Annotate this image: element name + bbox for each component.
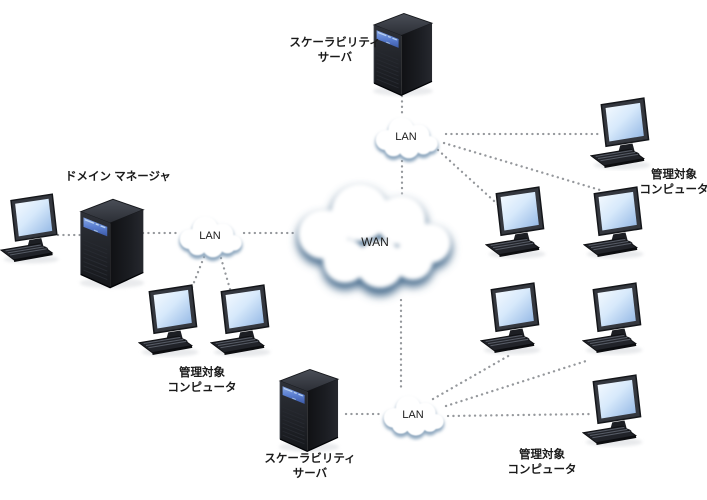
lan-bottom-label: LAN xyxy=(402,409,424,421)
scalability-server-top-label: スケーラビリティ サーバ xyxy=(289,37,381,64)
managed-computer-mid-right-1 xyxy=(485,186,553,260)
edge-lan-top-to-pc-mid-right-2 xyxy=(442,141,602,192)
computer-icon xyxy=(590,97,658,171)
lan-top-label: LAN xyxy=(395,131,417,143)
domain-manager-server xyxy=(74,190,150,296)
managed-bottom-left-label: 管理対象 コンピュータ xyxy=(167,367,237,394)
scalability-server-bottom xyxy=(270,366,348,454)
managed-computer-mid-right-2 xyxy=(583,186,651,260)
managed-computer-bottom-right-2 xyxy=(582,282,650,356)
managed-computer-bottom-right-1 xyxy=(480,282,548,356)
domain-manager-label: ドメイン マネージャ xyxy=(65,171,171,183)
computer-icon xyxy=(582,374,650,448)
scalability-server-bottom-label: スケーラビリティ サーバ xyxy=(264,453,356,480)
server-icon xyxy=(74,190,150,296)
computer-icon xyxy=(485,186,553,260)
managed-bottom-right-label: 管理対象 コンピュータ xyxy=(507,449,577,476)
server-icon xyxy=(270,366,348,454)
wan-cloud: WAN xyxy=(283,176,467,308)
edge-lan-bottom-to-pc-br-2 xyxy=(444,359,588,408)
edge-lan-bottom-to-pc-br-1 xyxy=(431,353,512,401)
edge-lan-top-to-pc-mid-right-1 xyxy=(436,148,507,213)
managed-computer-bottom-left-2 xyxy=(210,284,278,358)
edge-lan-bottom-to-pc-br-3 xyxy=(446,412,594,418)
computer-icon xyxy=(583,186,651,260)
computer-icon xyxy=(582,282,650,356)
computer-icon xyxy=(210,284,278,358)
managed-computer-bottom-right-3 xyxy=(582,374,650,448)
admin-computer xyxy=(0,192,66,266)
managed-computer-bottom-left-1 xyxy=(138,284,206,358)
computer-icon xyxy=(138,284,206,358)
managed-computer-top-right xyxy=(590,97,658,171)
wan-label: WAN xyxy=(361,235,389,249)
computer-icon xyxy=(480,282,548,356)
lan-top-cloud: LAN xyxy=(368,109,444,165)
managed-top-right-label: 管理対象 コンピュータ xyxy=(639,169,707,196)
lan-bottom-cloud: LAN xyxy=(376,388,450,442)
lan-left-label: LAN xyxy=(199,230,221,242)
lan-left-cloud: LAN xyxy=(172,208,248,264)
computer-icon xyxy=(0,192,66,266)
